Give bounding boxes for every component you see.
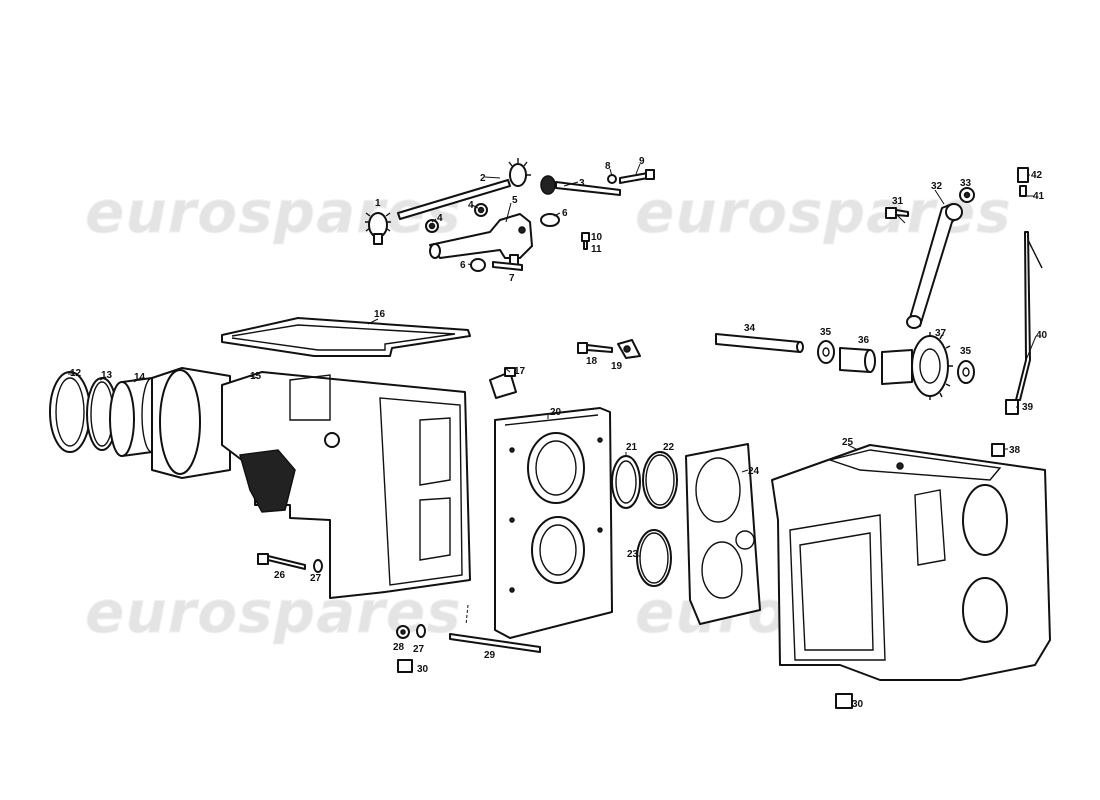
part-15-extension-housing	[151, 367, 471, 599]
part-30-plugs	[397, 659, 853, 709]
callout-11: 11	[591, 244, 602, 255]
part-27-washers	[313, 559, 426, 638]
callout-3: 3	[579, 178, 585, 189]
callout-7: 7	[509, 273, 515, 284]
part-29-stud	[449, 633, 541, 653]
part-36-sleeve	[839, 347, 876, 373]
callout-12: 12	[70, 368, 82, 379]
part-7-pin	[492, 261, 523, 271]
callout-22: 22	[663, 442, 675, 453]
part-10-11-screw	[581, 232, 590, 250]
callout-21: 21	[626, 442, 638, 453]
leader-lines	[68, 163, 1037, 626]
part-14-bearing	[109, 377, 163, 457]
part-22-ring	[642, 451, 678, 509]
callout-30a: 30	[417, 664, 429, 675]
part-5-drive-housing	[429, 213, 533, 268]
part-2-drive-shaft	[397, 158, 531, 220]
part-17-plug	[489, 367, 517, 399]
callout-9: 9	[639, 156, 645, 167]
callout-17: 17	[514, 366, 526, 377]
part-12-seal	[49, 371, 91, 453]
part-26-bolt	[257, 553, 306, 570]
callout-20: 20	[550, 407, 562, 418]
part-23-ring	[636, 529, 672, 587]
callout-10: 10	[591, 232, 603, 243]
part-20-intermediate-plate	[494, 407, 613, 639]
callout-35a: 35	[820, 327, 832, 338]
callout-26: 26	[274, 570, 286, 581]
callout-32: 32	[931, 181, 943, 192]
callout-14: 14	[134, 372, 146, 383]
part-19-tab-washer	[617, 339, 641, 359]
part-37-reverse-gear	[881, 332, 953, 400]
part-24-gasket	[685, 443, 761, 625]
part-3-driven-shaft	[540, 175, 621, 196]
callout-38: 38	[1009, 445, 1021, 456]
callout-18: 18	[586, 356, 598, 367]
callout-25: 25	[842, 437, 854, 448]
part-25-gearbox-casing	[771, 444, 1051, 681]
part-32-lever	[906, 203, 963, 329]
callout-13: 13	[101, 370, 113, 381]
callout-2: 2	[480, 173, 486, 184]
callout-8: 8	[605, 161, 611, 172]
callout-27a: 27	[310, 573, 322, 584]
callout-6a: 6	[562, 208, 568, 219]
callout-24: 24	[748, 466, 760, 477]
callout-40: 40	[1036, 330, 1048, 341]
callout-28: 28	[393, 642, 405, 653]
callout-16: 16	[374, 309, 386, 320]
part-31-bolt	[885, 207, 909, 219]
callout-33: 33	[960, 178, 972, 189]
part-1-pinion-gear	[365, 212, 391, 245]
callout-42: 42	[1031, 170, 1043, 181]
part-21-ring	[611, 455, 641, 509]
callout-4a: 4	[437, 213, 443, 224]
part-33-nut	[959, 187, 975, 203]
callout-41: 41	[1033, 191, 1045, 202]
callout-31: 31	[892, 196, 904, 207]
part-16-gasket	[221, 317, 471, 357]
part-28-nut	[396, 625, 410, 639]
part-40-42-dipstick	[1015, 167, 1043, 401]
callout-4b: 4	[468, 200, 474, 211]
callout-34: 34	[744, 323, 756, 334]
callout-30b: 30	[852, 699, 864, 710]
callout-27b: 27	[413, 644, 425, 655]
callout-1: 1	[375, 198, 381, 209]
callout-19: 19	[611, 361, 623, 372]
callout-35b: 35	[960, 346, 972, 357]
callout-5: 5	[512, 195, 518, 206]
callout-39: 39	[1022, 402, 1034, 413]
part-34-shaft	[715, 333, 804, 353]
callout-37: 37	[935, 328, 947, 339]
callout-6b: 6	[460, 260, 466, 271]
part-18-bolt	[577, 342, 613, 354]
callout-labels: 1 2 3 4 4 5 6 6 7 8 9 10 11 12 13 14 15 …	[70, 156, 1048, 710]
part-35-washers	[817, 340, 975, 384]
callout-23: 23	[627, 549, 639, 560]
callout-29: 29	[484, 650, 496, 661]
callout-36: 36	[858, 335, 870, 346]
callout-15: 15	[250, 371, 262, 382]
part-4-bushes	[425, 203, 488, 233]
